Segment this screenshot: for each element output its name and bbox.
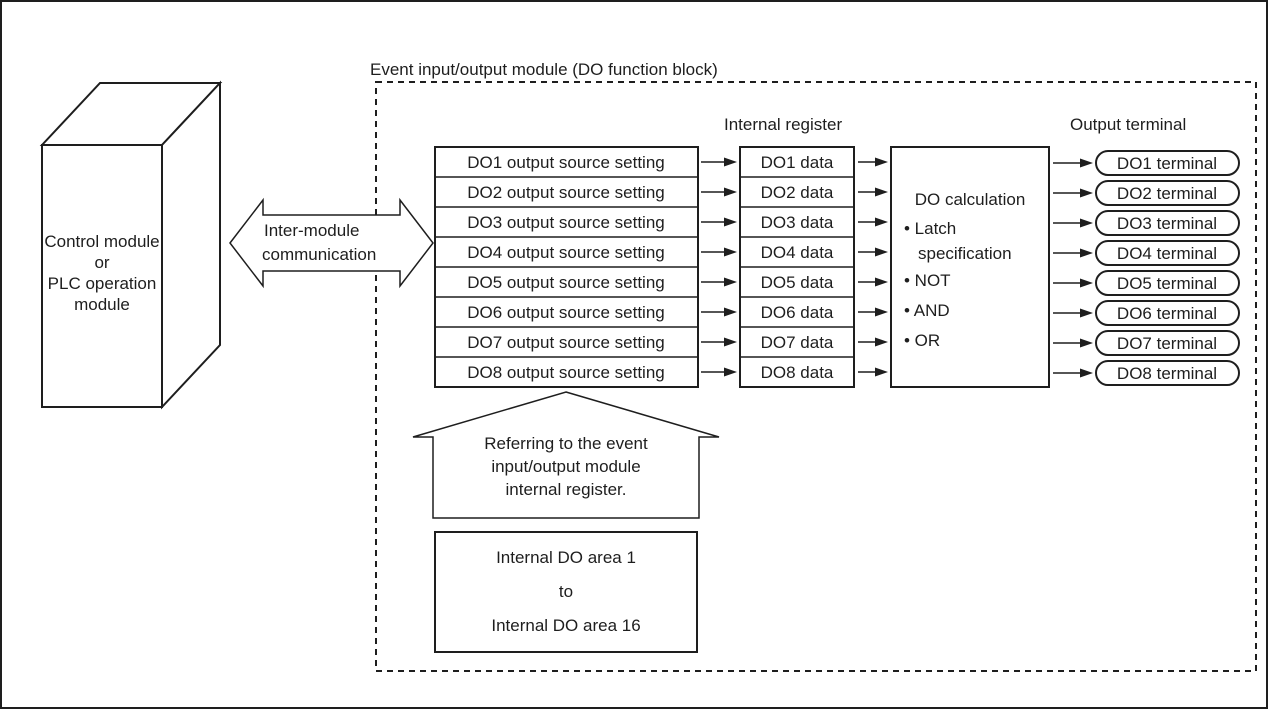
calculation-item-or: • OR: [904, 331, 940, 350]
output-terminal-8: DO8 terminal: [1117, 364, 1217, 383]
register-data-3: DO3 data: [761, 213, 834, 232]
register-to-calculation-arrows: [858, 157, 888, 377]
register-data-1: DO1 data: [761, 153, 834, 172]
source-setting-2: DO2 output source setting: [467, 183, 665, 202]
control-module-line-4: module: [74, 295, 130, 314]
internal-register-header: Internal register: [724, 115, 842, 134]
calculation-title: DO calculation: [915, 190, 1026, 209]
communication-line-1: Inter-module: [264, 221, 359, 240]
register-data-6: DO6 data: [761, 303, 834, 322]
output-terminal-5: DO5 terminal: [1117, 274, 1217, 293]
internal-register-table: DO1 data DO2 data DO3 data DO4 data DO5 …: [739, 146, 855, 388]
register-data-4: DO4 data: [761, 243, 834, 262]
calculation-to-terminal-arrows: [1053, 158, 1093, 378]
output-source-table: DO1 output source setting DO2 output sou…: [434, 146, 699, 388]
communication-line-2: communication: [262, 245, 376, 264]
register-data-5: DO5 data: [761, 273, 834, 292]
internal-area-line-2: to: [559, 582, 573, 601]
control-module-box: Control module or PLC operation module: [39, 80, 223, 410]
calculation-item-latch: • Latch: [904, 219, 956, 238]
control-module-line-3: PLC operation: [48, 274, 157, 293]
output-terminal-6: DO6 terminal: [1117, 304, 1217, 323]
source-setting-4: DO4 output source setting: [467, 243, 665, 262]
source-setting-1: DO1 output source setting: [467, 153, 665, 172]
output-terminal-header: Output terminal: [1070, 115, 1186, 134]
output-terminal-3: DO3 terminal: [1117, 214, 1217, 233]
referring-line-1: Referring to the event: [484, 434, 648, 453]
output-terminal-2: DO2 terminal: [1117, 184, 1217, 203]
referring-line-2: input/output module: [491, 457, 640, 476]
source-setting-5: DO5 output source setting: [467, 273, 665, 292]
source-setting-6: DO6 output source setting: [467, 303, 665, 322]
referring-up-arrow: Referring to the event input/output modu…: [412, 391, 720, 519]
output-terminal-7: DO7 terminal: [1117, 334, 1217, 353]
output-terminal-1: DO1 terminal: [1117, 154, 1217, 173]
internal-do-area-box: Internal DO area 1 to Internal DO area 1…: [434, 531, 698, 653]
source-to-register-arrows: [701, 157, 737, 377]
module-boundary: [375, 81, 1257, 672]
output-terminals: DO1 terminal DO2 terminal DO3 terminal D…: [1095, 150, 1240, 386]
referring-line-3: internal register.: [506, 480, 627, 499]
register-data-8: DO8 data: [761, 363, 834, 382]
source-setting-7: DO7 output source setting: [467, 333, 665, 352]
do-calculation-block: DO calculation • Latch specification • N…: [890, 146, 1050, 388]
module-title: Event input/output module (DO function b…: [370, 60, 718, 79]
internal-area-line-3: Internal DO area 16: [491, 616, 640, 635]
internal-area-line-1: Internal DO area 1: [496, 548, 636, 567]
register-data-7: DO7 data: [761, 333, 834, 352]
inter-module-communication-arrow: Inter-module communication: [229, 197, 434, 289]
output-terminal-4: DO4 terminal: [1117, 244, 1217, 263]
calculation-item-and: • AND: [904, 301, 950, 320]
source-setting-8: DO8 output source setting: [467, 363, 665, 382]
control-module-line-1: Control module: [44, 232, 159, 251]
register-data-2: DO2 data: [761, 183, 834, 202]
calculation-item-not: • NOT: [904, 271, 951, 290]
source-setting-3: DO3 output source setting: [467, 213, 665, 232]
control-module-line-2: or: [94, 253, 109, 272]
calculation-item-specification: specification: [918, 244, 1012, 263]
